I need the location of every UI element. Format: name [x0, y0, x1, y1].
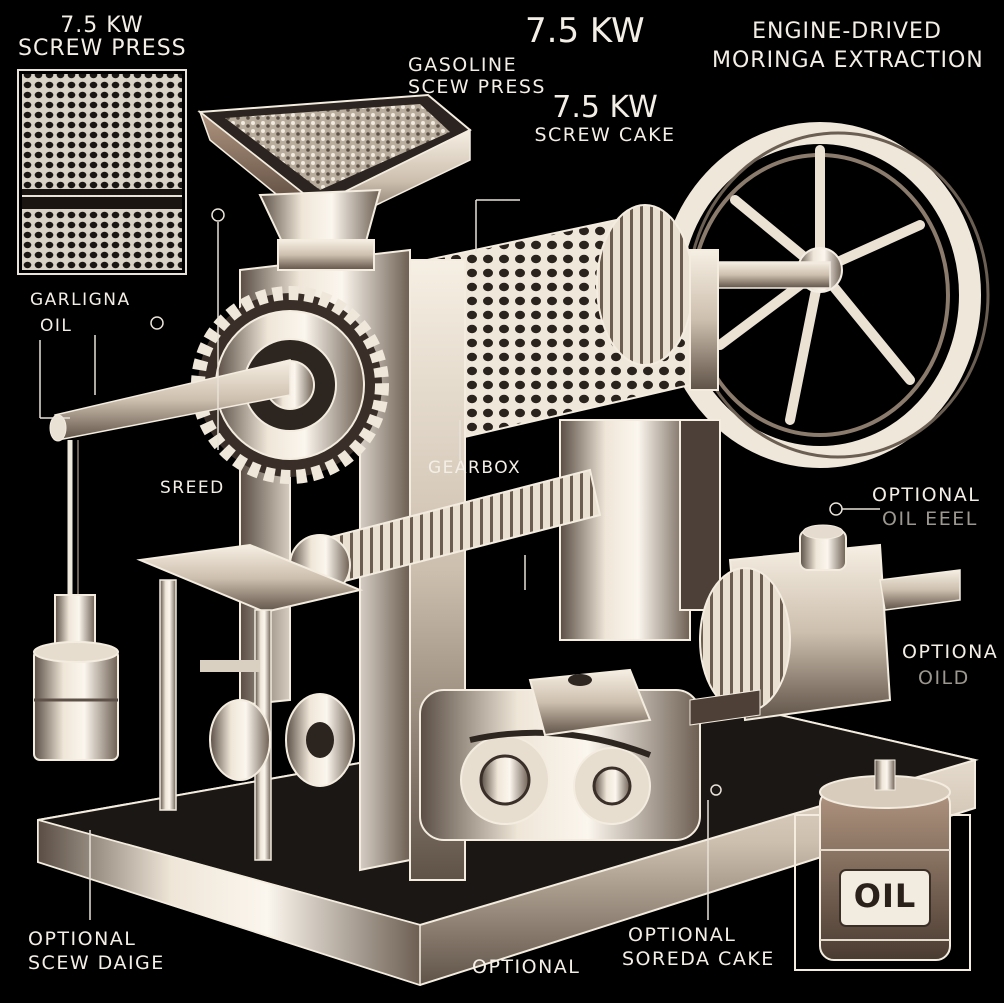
optional-side-line2: OILD [918, 666, 970, 689]
screw-cake-text: SCREW CAKE [534, 123, 676, 146]
optional-gauge-label: OPTIONAL SCEW DAIGE [28, 928, 165, 974]
optional-cake-line1: OPTIONAL [628, 924, 737, 946]
garlic-oil-label: GARLIGNA OIL [30, 290, 131, 336]
optional-bottom-label: OPTIONAL [472, 956, 581, 978]
rear-frame [559, 419, 721, 641]
gasoline-label-line1: GASOLINE [408, 54, 518, 76]
inset-screw-press-label: SCREW PRESS [18, 36, 187, 62]
gasoline-label-line2: SCEW PRESS [408, 75, 546, 98]
optional-side-line1: OPTIONA [902, 641, 999, 663]
optional-oil-label: OPTIONAL OIL EEEL [872, 484, 981, 530]
leader-lines [39, 199, 880, 920]
garlic-oil-line2: OIL [40, 315, 73, 336]
gearbox-label: GEARBOX [428, 458, 522, 478]
feed-stand [136, 543, 364, 861]
optional-gauge-line1: OPTIONAL [28, 928, 137, 950]
screw-cake-label: 7.5 KW SCREW CAKE [520, 92, 690, 145]
optional-gauge-line2: SCEW DAIGE [28, 951, 165, 974]
optional-side-label: OPTIONA OILD [902, 641, 999, 689]
screw-press-inset [17, 69, 187, 275]
gasoline-engine [419, 668, 701, 841]
gasoline-label: GASOLINE SCEW PRESS [408, 54, 546, 98]
inset-power-label: 7.5 KW [60, 13, 144, 38]
optional-cake-line2: SOREDA CAKE [622, 947, 775, 970]
idler-pulleys [209, 693, 355, 787]
optional-oil-line1: OPTIONAL [872, 484, 981, 506]
title-power: 7.5 KW [525, 11, 645, 51]
inset-title: 7.5 KW SCREW PRESS [18, 14, 186, 60]
oil-drum [794, 759, 971, 971]
title-block: ENGINE-DRIVED MORINGA EXTRACTION [712, 19, 984, 74]
output-shaft [49, 359, 291, 600]
left-oil-canister [33, 594, 119, 761]
title-line1: ENGINE-DRIVED [752, 19, 942, 44]
hopper [197, 93, 472, 271]
title-line2: MORINGA EXTRACTION [712, 48, 984, 74]
oil-drum-label: OIL [853, 877, 917, 915]
optional-oil-line2: OIL EEEL [882, 507, 978, 530]
garlic-oil-line1: GARLIGNA [30, 290, 131, 310]
screw-cake-power: 7.5 KW [552, 90, 658, 125]
speed-label: SREED [160, 478, 225, 498]
optional-cake-label: OPTIONAL SOREDA CAKE [622, 924, 775, 970]
electric-motor [689, 524, 961, 726]
